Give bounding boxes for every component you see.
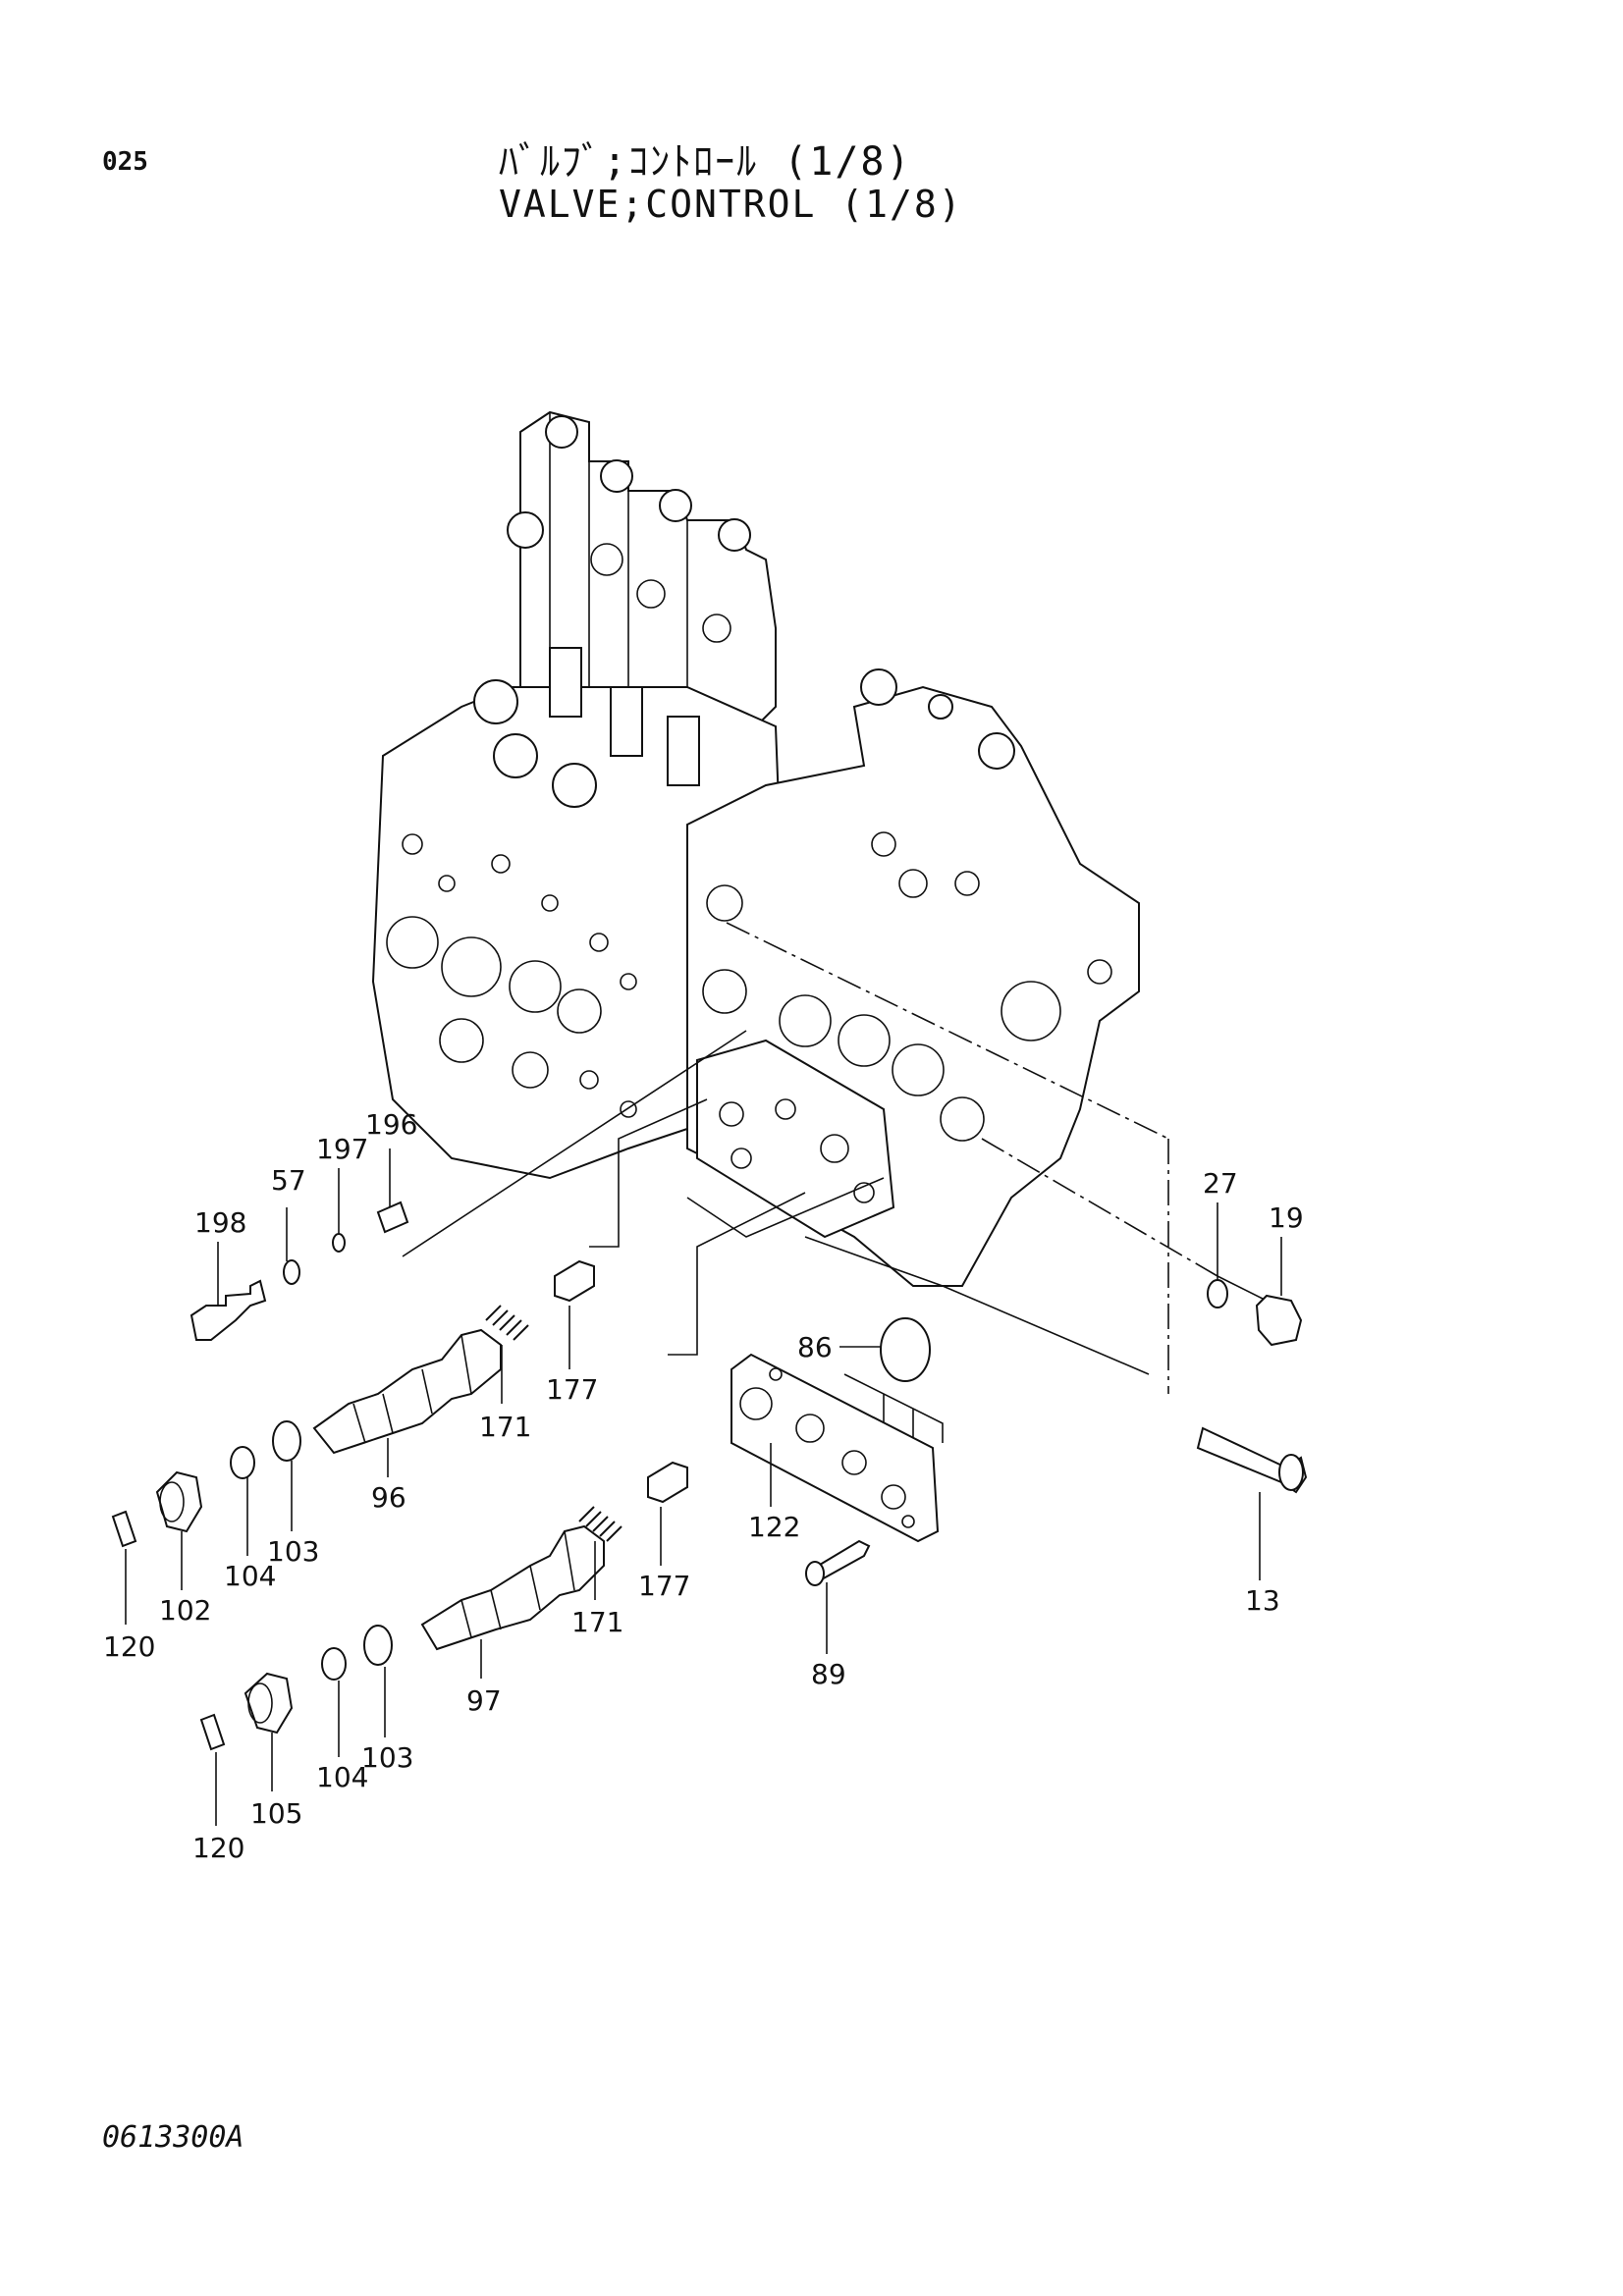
part-177-cap-a [554, 1259, 595, 1303]
part-89-bolt [805, 1539, 871, 1586]
part-171-spring-a [485, 1305, 529, 1341]
callout-171-upper: 171 [479, 1411, 531, 1443]
callout-89: 89 [811, 1658, 846, 1690]
page-number: 025 [102, 147, 148, 177]
callout-177-upper: 177 [546, 1373, 598, 1406]
callout-105: 105 [250, 1797, 302, 1830]
part-103-oring-b [363, 1625, 393, 1666]
callout-19: 19 [1269, 1201, 1304, 1234]
callout-104-lower: 104 [316, 1761, 368, 1793]
part-122-cover [730, 1353, 944, 1543]
part-102-plug [155, 1470, 203, 1533]
callout-13: 13 [1245, 1584, 1280, 1617]
part-105-plug [243, 1672, 294, 1735]
part-197-ring [332, 1233, 346, 1253]
part-19-plug [1255, 1294, 1303, 1347]
part-196-sleeve [376, 1201, 409, 1234]
callout-97: 97 [466, 1684, 502, 1717]
part-27-oring [1207, 1279, 1228, 1308]
callout-96: 96 [371, 1481, 406, 1514]
callout-171-lower: 171 [571, 1606, 623, 1638]
callout-120-lower: 120 [192, 1832, 244, 1864]
part-104-washer-a [230, 1446, 255, 1479]
callout-196: 196 [365, 1108, 417, 1141]
part-177-cap-b [647, 1461, 688, 1504]
title-japanese: ﾊﾞﾙﾌﾞ;ｺﾝﾄﾛｰﾙ (1/8) [499, 139, 912, 185]
part-120-tag-b [199, 1713, 226, 1751]
callout-177-lower: 177 [638, 1570, 690, 1602]
part-198-plug [189, 1279, 267, 1341]
callout-122: 122 [748, 1511, 800, 1543]
callout-104-upper: 104 [224, 1560, 276, 1592]
part-104-washer-b [321, 1647, 347, 1681]
callout-102: 102 [159, 1594, 211, 1627]
callout-leaders [125, 1148, 1282, 1826]
part-103-oring-a [272, 1420, 301, 1462]
callout-86: 86 [797, 1331, 833, 1363]
callout-labels: 198 57 197 196 177 171 96 103 104 102 12… [103, 1108, 1304, 1864]
part-57-oring [283, 1259, 300, 1285]
part-96-spool [312, 1328, 502, 1455]
drawing-code: 0613300A [102, 2120, 244, 2155]
part-13-bolt [1196, 1426, 1308, 1494]
callout-198: 198 [194, 1206, 246, 1239]
leader-lines [402, 922, 1277, 1394]
callout-120-upper: 120 [103, 1630, 155, 1663]
part-120-tag-a [111, 1510, 137, 1548]
callout-197: 197 [316, 1133, 368, 1165]
part-171-spring-b [578, 1506, 622, 1542]
callout-57: 57 [271, 1164, 306, 1197]
callout-103-lower: 103 [361, 1741, 413, 1774]
part-86-oring [880, 1317, 931, 1382]
control-valve-body [371, 410, 1140, 1287]
callout-103-upper: 103 [267, 1535, 319, 1568]
part-97-spool [420, 1524, 605, 1651]
callout-27: 27 [1203, 1167, 1238, 1200]
title-english: VALVE;CONTROL (1/8) [499, 183, 963, 226]
